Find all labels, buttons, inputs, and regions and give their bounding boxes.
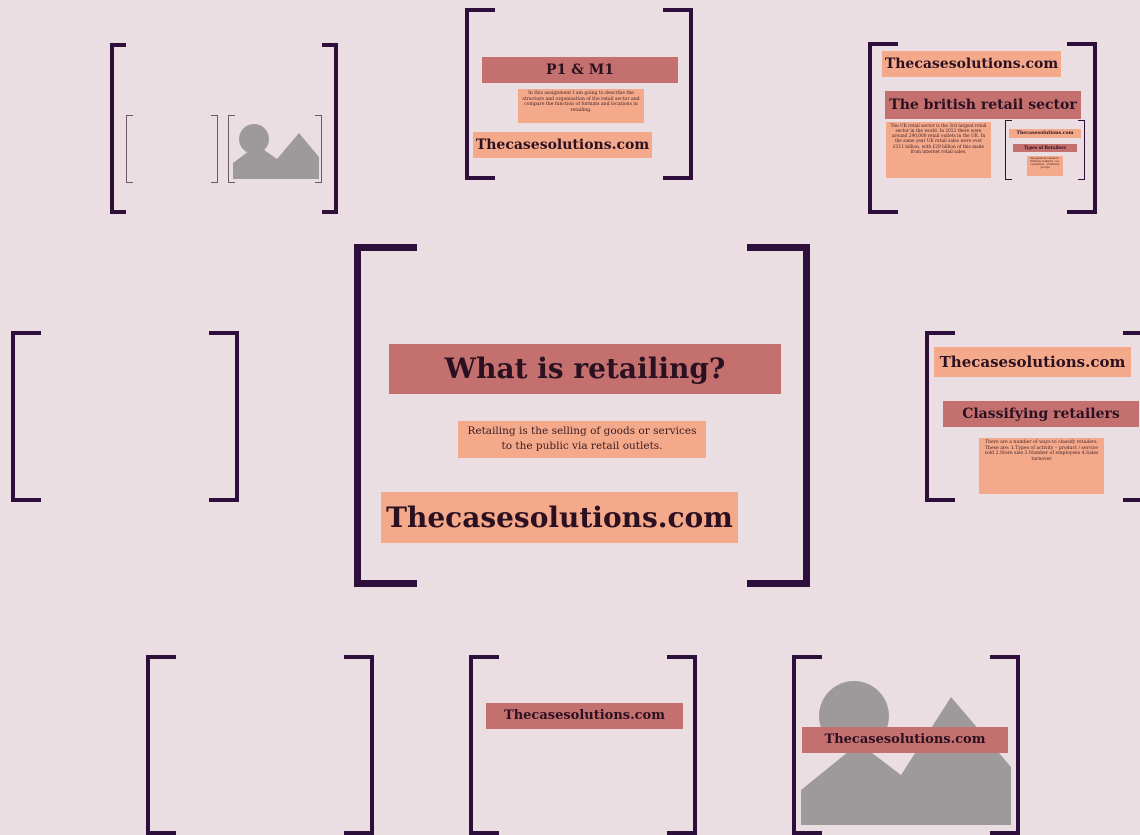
frame-classifying-retailers[interactable]: Thecasesolutions.com Classifying retaile… — [925, 331, 1140, 502]
bracket-left — [469, 655, 499, 835]
main-brand: Thecasesolutions.com — [381, 492, 738, 543]
frame-p1-m1[interactable]: P1 & M1 In this assignment I am going to… — [465, 8, 693, 180]
bracket-left — [465, 8, 495, 180]
mini-brand: Thecasesolutions.com — [1009, 129, 1081, 138]
frame-types-of-retailers[interactable]: Thecasesolutions.com Types of Retailers … — [1005, 120, 1085, 180]
bracket-left — [146, 655, 176, 835]
bracket-right — [322, 43, 338, 214]
bracket-left — [228, 115, 235, 183]
mini-title: Types of Retailers — [1013, 144, 1077, 152]
frame-bottom-right[interactable]: Thecasesolutions.com — [792, 655, 1020, 835]
bracket-right — [1067, 42, 1097, 214]
mini-body: Independent retailers · Multiple retaile… — [1027, 156, 1063, 176]
frame-nested-small[interactable] — [126, 115, 218, 183]
bracket-right — [1123, 331, 1140, 502]
bracket-right — [344, 655, 374, 835]
frame-bottom-middle[interactable]: Thecasesolutions.com — [469, 655, 697, 835]
bracket-left — [126, 115, 133, 183]
main-body-line-1: Retailing is the selling of goods or ser… — [467, 425, 697, 437]
classify-title: Classifying retailers — [943, 401, 1139, 427]
bracket-right — [209, 331, 239, 502]
british-brand: Thecasesolutions.com — [882, 51, 1061, 77]
p1-body: In this assignment I am going to describ… — [518, 89, 644, 123]
bracket-right — [747, 244, 810, 587]
p1-brand: Thecasesolutions.com — [473, 132, 652, 158]
british-body: The UK retail sector is the 3rd largest … — [886, 122, 991, 178]
bracket-right — [667, 655, 697, 835]
british-title: The british retail sector — [885, 91, 1081, 119]
classify-body: There are a number of ways to classify r… — [979, 438, 1104, 494]
image-placeholder-icon — [233, 119, 319, 179]
frame-top-left[interactable] — [110, 43, 338, 214]
bracket-left — [11, 331, 41, 502]
p1-title: P1 & M1 — [482, 57, 678, 83]
bracket-right — [1078, 120, 1085, 180]
image-placeholder-mountains — [233, 133, 319, 179]
main-body: Retailing is the selling of goods or ser… — [458, 421, 706, 458]
frame-bottom-left[interactable] — [146, 655, 374, 835]
bracket-right — [315, 115, 322, 183]
bracket-left — [1005, 120, 1012, 180]
bottom-middle-brand: Thecasesolutions.com — [486, 703, 683, 729]
bracket-left — [354, 244, 417, 587]
bracket-left — [925, 331, 955, 502]
classify-brand: Thecasesolutions.com — [934, 347, 1131, 377]
bracket-left — [868, 42, 898, 214]
frame-middle-left[interactable] — [11, 331, 239, 502]
bracket-left — [110, 43, 126, 214]
bracket-right — [211, 115, 218, 183]
bottom-right-brand: Thecasesolutions.com — [802, 727, 1008, 753]
main-title: What is retailing? — [389, 344, 781, 394]
bracket-right — [663, 8, 693, 180]
frame-nested-image[interactable] — [228, 115, 322, 183]
frame-british-retail[interactable]: Thecasesolutions.com The british retail … — [868, 42, 1097, 214]
frame-main-retailing[interactable]: What is retailing? Retailing is the sell… — [354, 244, 810, 587]
main-body-line-2: to the public via retail outlets. — [501, 440, 663, 452]
